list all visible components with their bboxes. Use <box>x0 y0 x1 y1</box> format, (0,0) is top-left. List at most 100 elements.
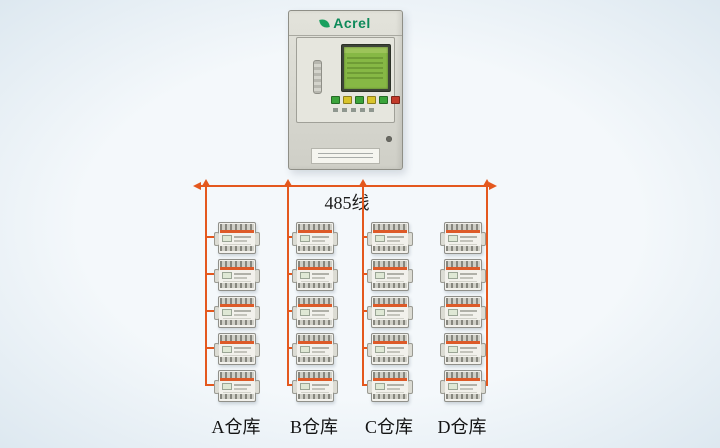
yellow-button <box>343 96 352 104</box>
cabinet-nameplate <box>311 148 380 164</box>
device-text-line <box>387 277 400 279</box>
meter-device <box>367 259 413 291</box>
device-text-line <box>312 388 325 390</box>
device-face <box>299 233 331 246</box>
device-display <box>448 309 458 316</box>
device-text-line <box>449 244 477 245</box>
device-face <box>447 233 479 246</box>
meter-device <box>367 222 413 254</box>
meter-device <box>214 370 260 402</box>
terminal-strip-bottom <box>446 394 480 399</box>
green-button <box>355 96 364 104</box>
accent-stripe <box>220 230 254 233</box>
device-display <box>300 235 310 242</box>
device-text-line <box>449 392 477 393</box>
device-text-line <box>376 281 404 282</box>
accent-stripe <box>298 341 332 344</box>
terminal-strip-bottom <box>298 357 332 362</box>
terminal-strip-top <box>446 224 480 230</box>
device-text-line <box>234 388 247 390</box>
device-text-line <box>223 244 251 245</box>
lcd-screen-content <box>344 47 388 89</box>
terminal-strip-top <box>298 298 332 304</box>
device-display <box>222 383 232 390</box>
device-text-line <box>312 236 329 238</box>
terminal-strip-top <box>220 224 254 230</box>
meter-device <box>214 259 260 291</box>
meter-device <box>367 370 413 402</box>
terminal-strip-bottom <box>446 357 480 362</box>
control-cabinet: Acrel <box>288 10 403 170</box>
device-text-line <box>376 392 404 393</box>
meter-device <box>292 333 338 365</box>
terminal-strip-bottom <box>373 394 407 399</box>
device-face <box>374 307 406 320</box>
meter-device <box>292 370 338 402</box>
device-face <box>447 307 479 320</box>
device-text-line <box>234 277 247 279</box>
terminal-strip-top <box>298 372 332 378</box>
device-display <box>222 346 232 353</box>
device-face <box>299 307 331 320</box>
acrel-leaf-icon <box>319 17 331 29</box>
device-face <box>447 381 479 394</box>
bus-arrow-up-icon <box>483 179 491 186</box>
meter-device <box>214 333 260 365</box>
device-face <box>374 233 406 246</box>
bus-trunk-C <box>362 186 364 386</box>
device-text-line <box>234 351 247 353</box>
accent-stripe <box>220 267 254 270</box>
terminal-strip-top <box>298 224 332 230</box>
device-text-line <box>449 355 477 356</box>
green-button <box>331 96 340 104</box>
bus-trunk-D <box>486 186 488 386</box>
terminal-strip-bottom <box>446 320 480 325</box>
device-text-line <box>460 314 473 316</box>
warehouse-label-B: B仓库 <box>289 417 338 437</box>
bus-line-485 <box>200 185 490 187</box>
device-display <box>375 383 385 390</box>
warehouse-label-D: D仓库 <box>437 417 487 437</box>
meter-device <box>367 333 413 365</box>
device-text-line <box>234 347 251 349</box>
device-text-line <box>312 384 329 386</box>
device-face <box>221 270 253 283</box>
device-text-line <box>449 281 477 282</box>
device-face <box>374 344 406 357</box>
bus-stub <box>206 273 218 275</box>
device-text-line <box>460 277 473 279</box>
terminal-strip-top <box>373 372 407 378</box>
device-display <box>222 235 232 242</box>
lcd-screen <box>341 44 391 92</box>
device-text-line <box>387 388 400 390</box>
device-text-line <box>387 273 404 275</box>
meter-device <box>440 296 486 328</box>
bus-arrow-up-icon <box>202 179 210 186</box>
cabinet-header: Acrel <box>289 11 402 36</box>
device-text-line <box>234 240 247 242</box>
accent-stripe <box>298 304 332 307</box>
device-text-line <box>460 351 473 353</box>
device-display <box>375 272 385 279</box>
device-text-line <box>376 244 404 245</box>
device-text-line <box>460 236 477 238</box>
device-text-line <box>301 392 329 393</box>
meter-device <box>367 296 413 328</box>
accent-stripe <box>446 267 480 270</box>
meter-device <box>214 296 260 328</box>
device-face <box>447 344 479 357</box>
terminal-strip-top <box>220 261 254 267</box>
terminal-strip-bottom <box>446 283 480 288</box>
device-text-line <box>301 281 329 282</box>
terminal-strip-bottom <box>373 246 407 251</box>
meter-device <box>292 222 338 254</box>
device-face <box>221 381 253 394</box>
device-display <box>300 383 310 390</box>
terminal-strip-top <box>220 335 254 341</box>
device-text-line <box>387 351 400 353</box>
device-text-line <box>223 355 251 356</box>
terminal-strip-bottom <box>220 283 254 288</box>
bus-stub <box>206 347 218 349</box>
device-text-line <box>301 318 329 319</box>
